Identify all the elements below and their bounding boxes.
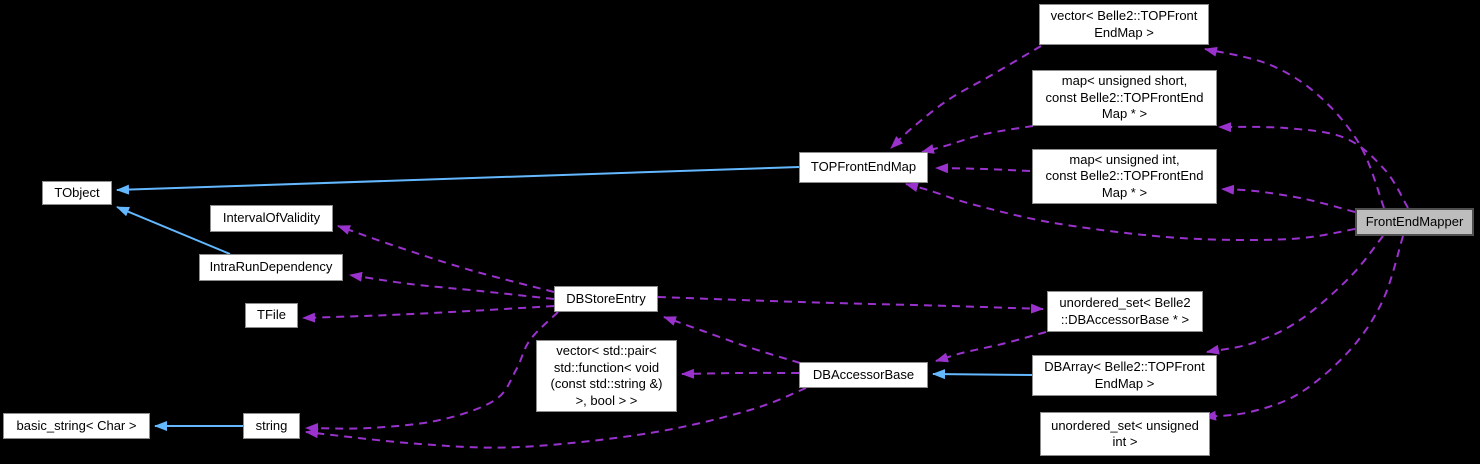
edge-intrarundependency-tobject: [116, 206, 231, 255]
edge-dbaccessorbase-dbstoreentry: [663, 316, 801, 364]
node-label-line: vector< Belle2::TOPFront: [1050, 8, 1198, 23]
edge-dbaccessorbase-vector_pair: [681, 368, 800, 379]
node-label-line: std::function< void: [553, 359, 660, 375]
node-intervalofvalidity[interactable]: IntervalOfValidity: [210, 205, 333, 232]
edge-frontendmapper-topfrontendmap: [905, 182, 1356, 242]
edge-dbaccessorbase-string: [305, 387, 807, 449]
node-intrarundependency[interactable]: IntraRunDependency: [199, 254, 343, 281]
node-label-line: DBAccessorBase: [812, 366, 915, 382]
edge-dbstoreentry-unordered_set_db: [657, 296, 1044, 314]
node-map_ushort[interactable]: map< unsigned short,const Belle2::TOPFro…: [1032, 70, 1217, 126]
node-label-line: EndMap >: [1094, 375, 1155, 391]
node-topfrontendmap[interactable]: TOPFrontEndMap: [799, 152, 928, 183]
node-label-line: DBStoreEntry: [566, 290, 646, 306]
edge-map_ushort-topfrontendmap: [921, 125, 1034, 154]
node-label-line: TOPFrontEndMap: [810, 159, 917, 175]
node-label-line: TObject: [54, 184, 100, 200]
edge-dbstoreentry-string: [305, 311, 559, 434]
edge-frontendmapper-vector_topfrontendmap: [1204, 46, 1385, 209]
edge-vector_topfrontendmap-topfrontendmap: [890, 45, 1042, 149]
node-frontendmapper[interactable]: FrontEndMapper: [1355, 208, 1474, 236]
edge-map_uint-topfrontendmap: [935, 163, 1031, 174]
edge-dbarray-dbaccessorbase: [932, 369, 1033, 380]
edge-frontendmapper-dbarray: [1206, 235, 1384, 355]
node-basic_string[interactable]: basic_string< Char >: [3, 413, 150, 439]
edge-frontendmapper-unordered_set_int: [1203, 235, 1404, 421]
edge-frontendmapper-map_uint: [1221, 184, 1356, 213]
node-label-line: IntervalOfValidity: [222, 210, 321, 226]
node-label-line: FrontEndMapper: [1365, 213, 1464, 229]
node-label-line: vector< std::pair<: [556, 343, 657, 358]
node-map_uint[interactable]: map< unsigned int,const Belle2::TOPFront…: [1032, 149, 1217, 204]
node-label-line: DBArray< Belle2::TOPFront: [1044, 359, 1205, 374]
node-label-line: (const std::string &): [550, 376, 663, 391]
edge-topfrontendmap-tobject: [116, 166, 800, 195]
node-dbaccessorbase[interactable]: DBAccessorBase: [799, 362, 928, 388]
node-label-line: IntraRunDependency: [209, 259, 333, 275]
node-label-line: int >: [1112, 434, 1138, 449]
edge-frontendmapper-map_ushort: [1218, 122, 1409, 209]
node-tobject[interactable]: TObject: [42, 181, 112, 205]
node-label-line: map< unsigned int,: [1069, 151, 1180, 167]
edge-unordered_set_db-dbaccessorbase: [935, 331, 1047, 363]
node-unordered_set_db[interactable]: unordered_set< Belle2::DBAccessorBase * …: [1047, 291, 1203, 332]
node-label-line: Map * >: [1101, 184, 1148, 200]
edge-dbstoreentry-intrarundependency: [349, 271, 555, 300]
node-label-line: basic_string< Char >: [16, 417, 137, 433]
node-dbstoreentry[interactable]: DBStoreEntry: [554, 286, 658, 312]
node-label-line: const Belle2::TOPFrontEnd: [1045, 89, 1204, 105]
node-label-line: string: [255, 417, 288, 433]
edge-dbstoreentry-tfile: [302, 305, 555, 323]
node-label-line: TFile: [257, 307, 286, 323]
node-label-line: unordered_set< Belle2: [1059, 295, 1191, 310]
node-label-line: map< unsigned short,: [1061, 73, 1188, 89]
node-label-line: >, bool > >: [575, 392, 638, 408]
node-tfile[interactable]: TFile: [245, 303, 298, 328]
node-label-line: EndMap >: [1094, 24, 1154, 40]
node-label-line: unordered_set< unsigned: [1051, 417, 1199, 433]
node-string[interactable]: string: [243, 413, 300, 439]
node-label-line: Map * >: [1101, 106, 1148, 122]
edge-dbstoreentry-intervalofvalidity: [337, 225, 555, 293]
node-label-line: const Belle2::TOPFrontEnd: [1045, 168, 1204, 184]
node-label-line: ::DBAccessorBase * >: [1060, 311, 1190, 327]
node-vector_pair[interactable]: vector< std::pair<std::function< void(co…: [536, 340, 677, 412]
